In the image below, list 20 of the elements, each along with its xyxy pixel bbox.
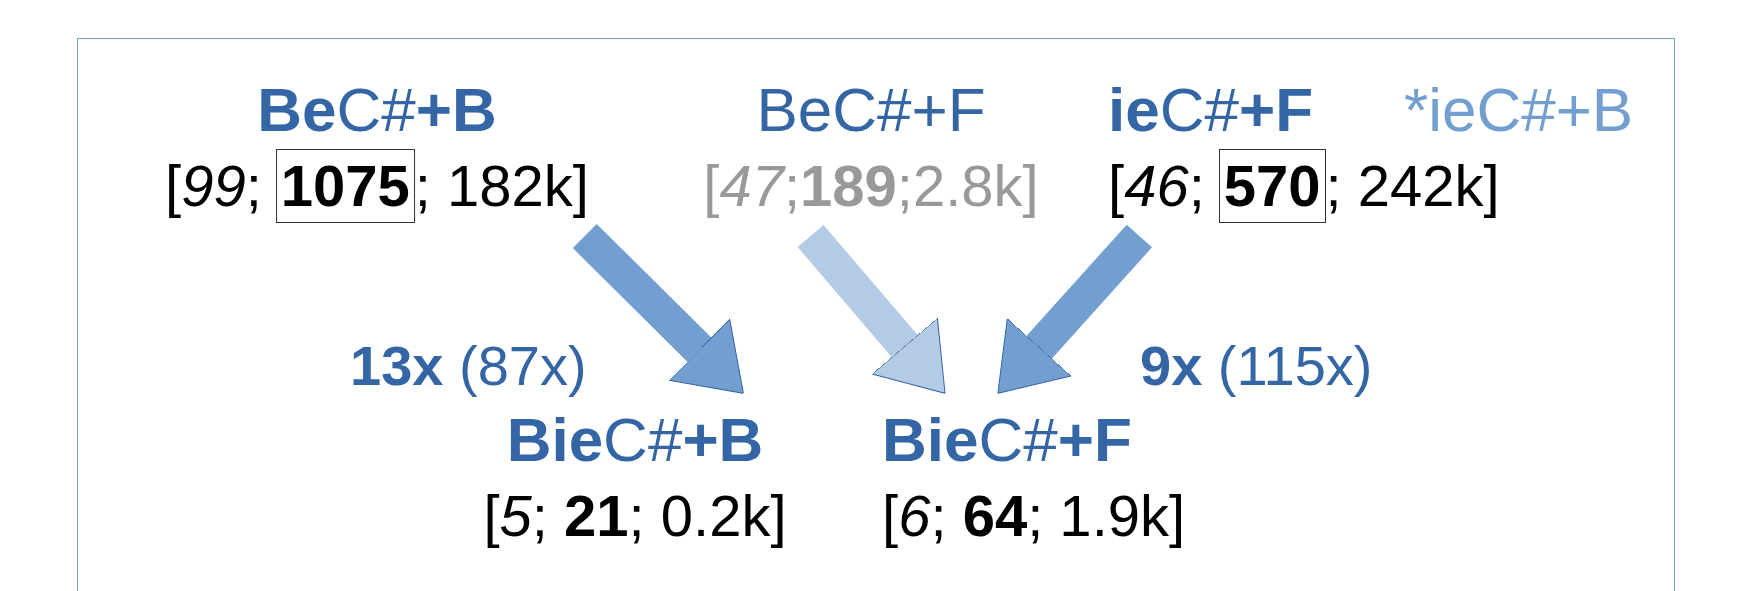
node-title: BieC#+F xyxy=(882,404,1132,476)
node-title: BieC#+B xyxy=(506,404,764,476)
stats-text: ; 242k] xyxy=(1325,152,1500,220)
node-title: BeC#+F xyxy=(756,74,986,146)
speedup-label: 9x (115x) xyxy=(1140,333,1373,399)
stats-text: [47;189;2.8k] xyxy=(703,152,1039,220)
stats-text: ; 182k] xyxy=(414,152,589,220)
stats-text: [5; 21; 0.2k] xyxy=(483,482,787,550)
variant-label: *ieC#+B xyxy=(1404,74,1634,146)
node-title: BeC#+B xyxy=(257,74,497,146)
stats-text: [46; xyxy=(1108,152,1205,220)
highlighted-value: 570 xyxy=(1218,149,1326,223)
block-arrow xyxy=(572,223,744,394)
node-title: ieC#+F xyxy=(1108,74,1314,146)
stats-text: [99; xyxy=(165,152,262,220)
stats-text: [6; 64; 1.9k] xyxy=(882,482,1186,550)
block-arrow xyxy=(797,224,946,394)
speedup-label: 13x (87x) xyxy=(350,333,587,399)
highlighted-value: 1075 xyxy=(275,149,415,223)
block-arrow xyxy=(997,224,1152,394)
